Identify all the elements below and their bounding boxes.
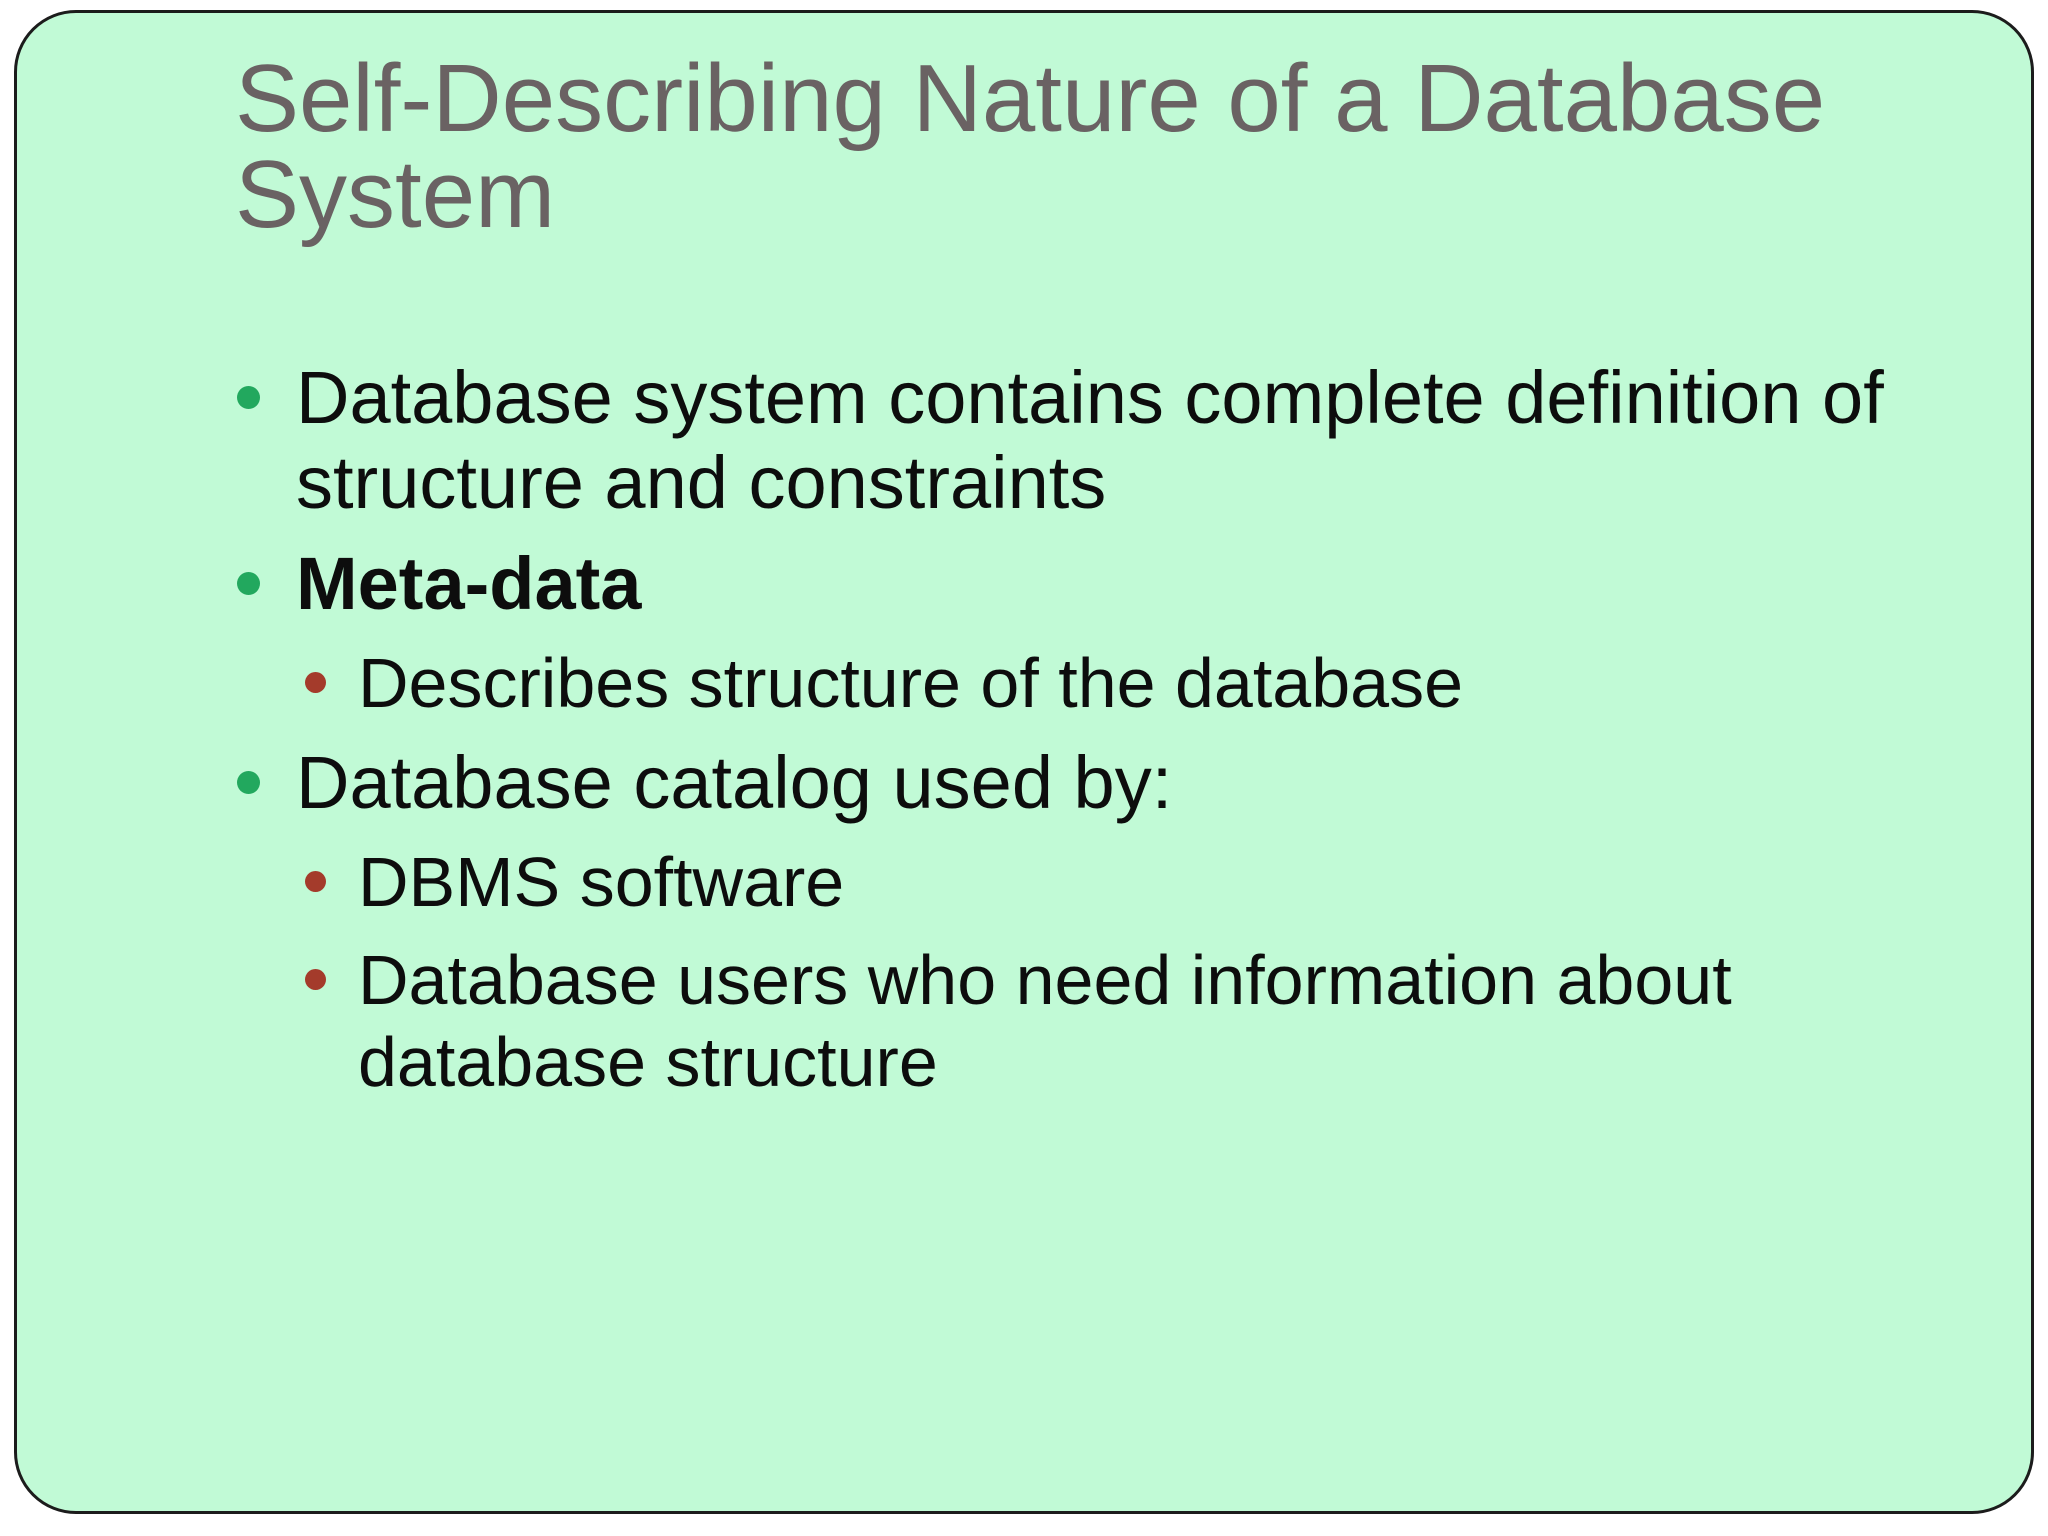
bullet-list: Database system contains complete defini… (235, 355, 1971, 1103)
bullet-text: Database users who need information abou… (358, 941, 1732, 1101)
level2-bullet-icon (305, 672, 326, 693)
slide: Self-Describing Nature of a Database Sys… (14, 10, 2034, 1514)
bullet-item-database-catalog: Database catalog used by: (235, 740, 1971, 825)
bullet-text: Database system contains complete defini… (296, 356, 1884, 524)
level2-bullet-icon (305, 871, 326, 892)
bullet-text: Database catalog used by: (296, 741, 1173, 824)
bullet-item-database-system: Database system contains complete defini… (235, 355, 1971, 525)
bullet-text: Meta-data (296, 542, 642, 625)
level1-bullet-icon (237, 572, 260, 595)
bullet-item-dbms-software: DBMS software (235, 841, 1971, 923)
bullet-item-describes-structure: Describes structure of the database (235, 642, 1971, 724)
bullet-text: Describes structure of the database (358, 644, 1464, 722)
bullet-item-database-users: Database users who need information abou… (235, 939, 1971, 1103)
level1-bullet-icon (237, 771, 260, 794)
level2-bullet-icon (305, 969, 326, 990)
slide-title: Self-Describing Nature of a Database Sys… (235, 45, 1826, 248)
bullet-text: DBMS software (358, 843, 845, 921)
bullet-item-meta-data: Meta-data (235, 541, 1971, 626)
level1-bullet-icon (237, 386, 260, 409)
